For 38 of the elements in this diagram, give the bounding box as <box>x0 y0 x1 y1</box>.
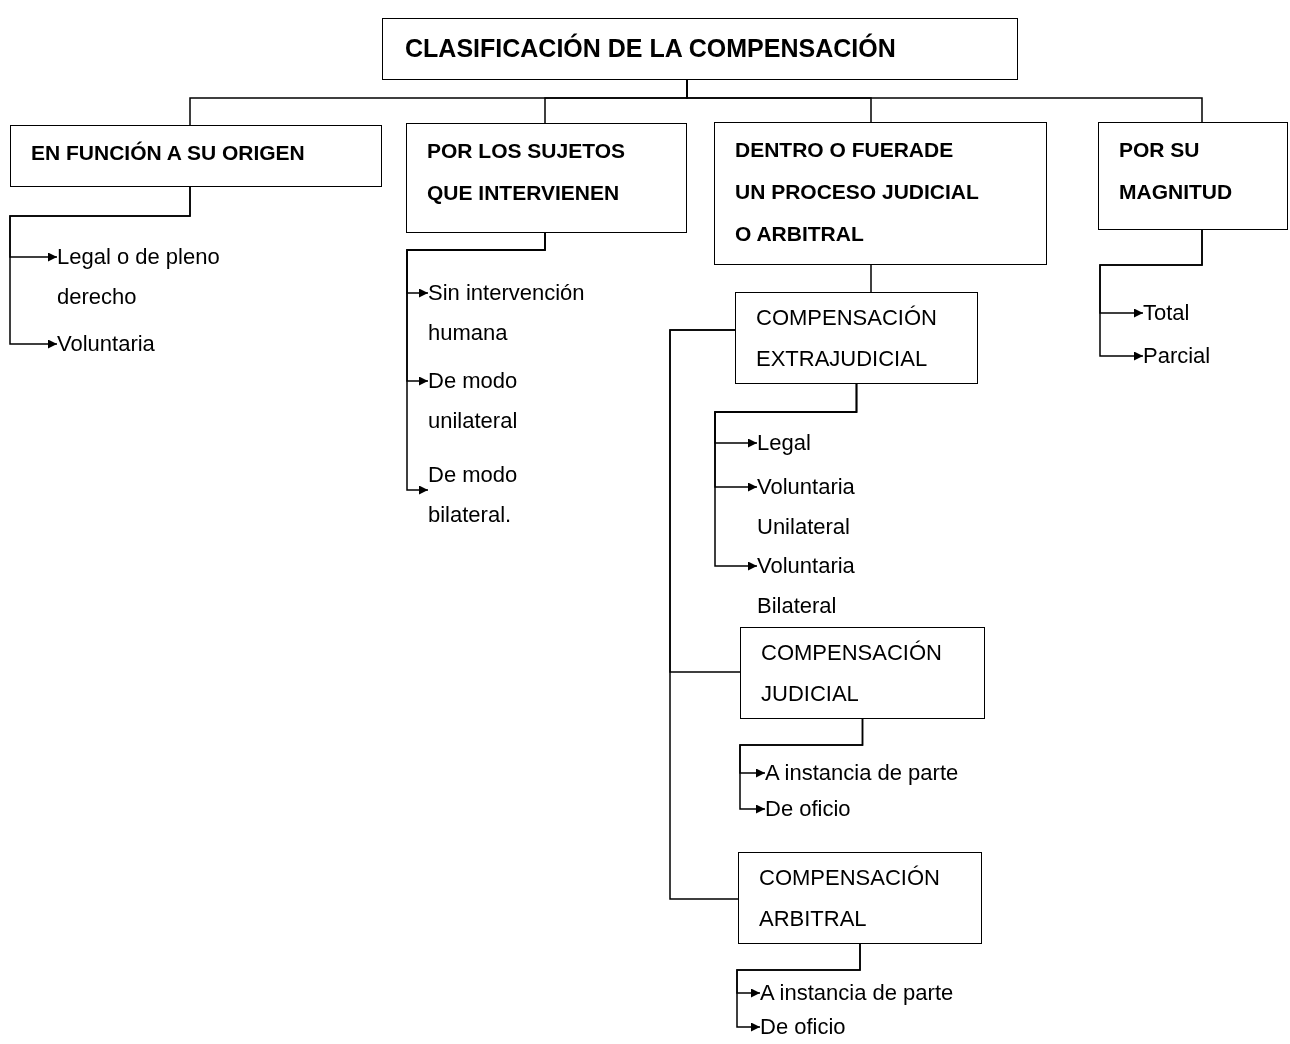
category-box <box>714 122 1047 265</box>
category-box <box>738 852 982 944</box>
category-box <box>740 627 985 719</box>
subtype-text: Total <box>1143 299 1191 327</box>
category-label: EN FUNCIÓN A SU ORIGEN <box>30 140 306 166</box>
arrow <box>406 232 546 495</box>
category-label: POR LOS SUJETOS QUE INTERVIENEN <box>426 138 626 206</box>
subtype-text: A instancia de parte <box>760 979 955 1007</box>
connector-line <box>870 264 872 293</box>
category-box <box>735 292 978 384</box>
root-label: CLASIFICACIÓN DE LA COMPENSACIÓN <box>404 32 897 63</box>
subtype-text: A instancia de parte <box>765 759 960 787</box>
subtype-text: Sin intervención humana <box>428 279 586 347</box>
arrow <box>9 186 191 349</box>
category-label: COMPENSACIÓN EXTRAJUDICIAL <box>755 304 938 373</box>
subtype-text: De oficio <box>765 795 852 823</box>
category-label: COMPENSACIÓN ARBITRAL <box>758 864 941 933</box>
category-label: COMPENSACIÓN JUDICIAL <box>760 639 943 708</box>
subtype-text: Voluntaria Unilateral <box>757 473 856 541</box>
arrow <box>736 943 861 1032</box>
category-label: DENTRO O FUERADE UN PROCESO JUDICIAL O ARBITRAL <box>734 137 980 247</box>
connector-line <box>669 329 739 900</box>
subtype-text: De modo bilateral. <box>428 461 519 529</box>
root-box <box>382 18 1018 80</box>
subtype-text: De oficio <box>760 1013 847 1041</box>
subtype-text: De modo unilateral <box>428 367 519 435</box>
subtype-text: Legal <box>757 429 812 457</box>
subtype-text: Voluntaria <box>57 330 156 358</box>
arrow <box>739 718 864 814</box>
category-box <box>1098 122 1288 230</box>
subtype-text: Voluntaria Bilateral <box>757 552 856 620</box>
category-box <box>406 123 687 233</box>
subtype-text: Parcial <box>1143 342 1212 370</box>
category-box <box>10 125 382 187</box>
arrow <box>1099 229 1203 361</box>
subtype-text: Legal o de pleno derecho <box>57 243 221 311</box>
category-label: POR SU MAGNITUD <box>1118 137 1234 205</box>
arrow <box>714 383 858 571</box>
